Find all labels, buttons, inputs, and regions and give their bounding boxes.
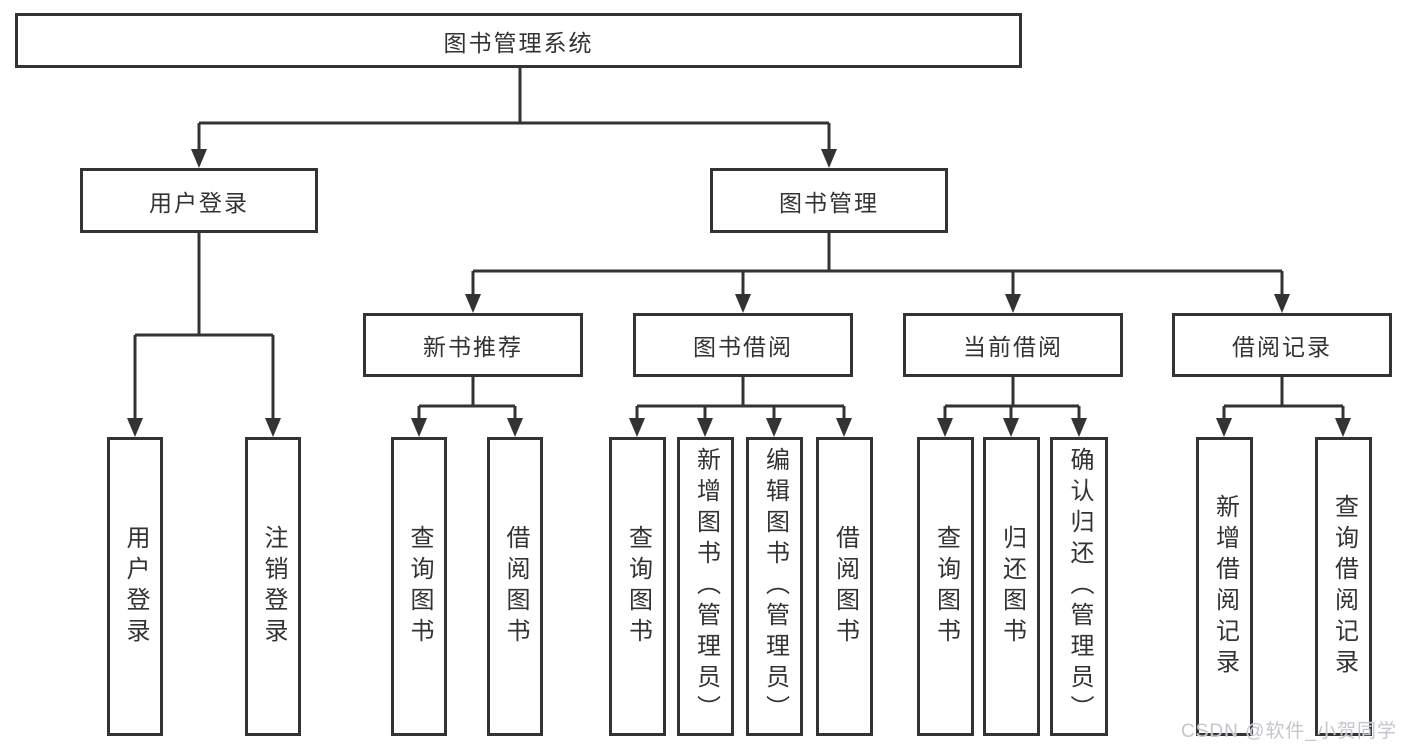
leaf-add-book-admin: 新增图书（管理员） <box>677 437 734 736</box>
node-user-login: 用户登录 <box>80 168 318 233</box>
leaf-query-books-recommend: 查询图书 <box>391 437 447 736</box>
leaf-logout: 注销登录 <box>245 437 301 736</box>
leaf-user-login: 用户登录 <box>107 437 163 736</box>
leaf-query-books-current: 查询图书 <box>917 437 974 736</box>
leaf-edit-book-admin: 编辑图书（管理员） <box>746 437 803 736</box>
arrowheads <box>127 149 1351 437</box>
leaf-query-borrow-record: 查询借阅记录 <box>1315 437 1372 736</box>
watermark: CSDN @软件_小贺同学 <box>1181 721 1397 742</box>
node-current-borrow: 当前借阅 <box>903 313 1123 377</box>
leaf-return-books: 归还图书 <box>983 437 1040 736</box>
leaf-borrow-books: 借阅图书 <box>816 437 873 736</box>
node-book-borrow: 图书借阅 <box>633 313 853 377</box>
leaf-borrow-books-recommend: 借阅图书 <box>487 437 543 736</box>
leaf-add-borrow-record: 新增借阅记录 <box>1196 437 1253 736</box>
node-root: 图书管理系统 <box>15 13 1022 68</box>
node-borrow-records: 借阅记录 <box>1172 313 1392 377</box>
leaf-confirm-return-admin: 确认归还（管理员） <box>1050 437 1108 736</box>
node-book-management: 图书管理 <box>710 168 948 233</box>
leaf-query-books-borrow: 查询图书 <box>609 437 666 736</box>
node-new-book-recommend: 新书推荐 <box>363 313 583 377</box>
